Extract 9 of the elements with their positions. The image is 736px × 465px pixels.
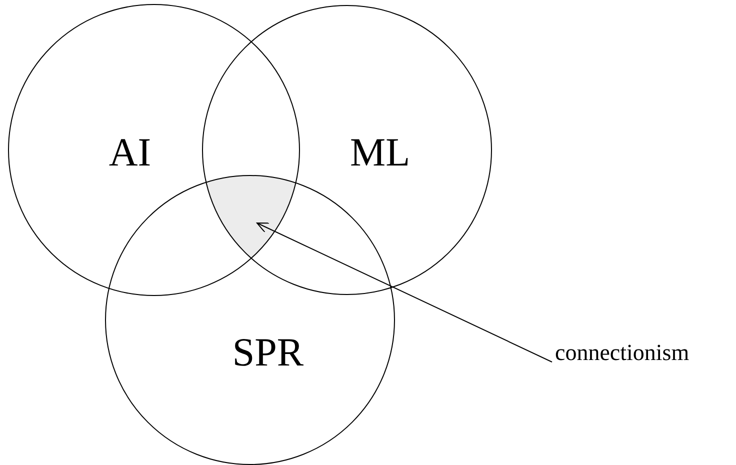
circle: [202, 5, 492, 295]
set-label: ML: [350, 128, 410, 176]
set-label: AI: [108, 128, 152, 176]
circle: [8, 4, 300, 296]
callout-label: connectionism: [555, 340, 690, 366]
shaded-intersection: [206, 175, 296, 259]
circle: [105, 175, 395, 465]
set-label: SPR: [232, 328, 304, 376]
leader-line: [256, 222, 552, 362]
